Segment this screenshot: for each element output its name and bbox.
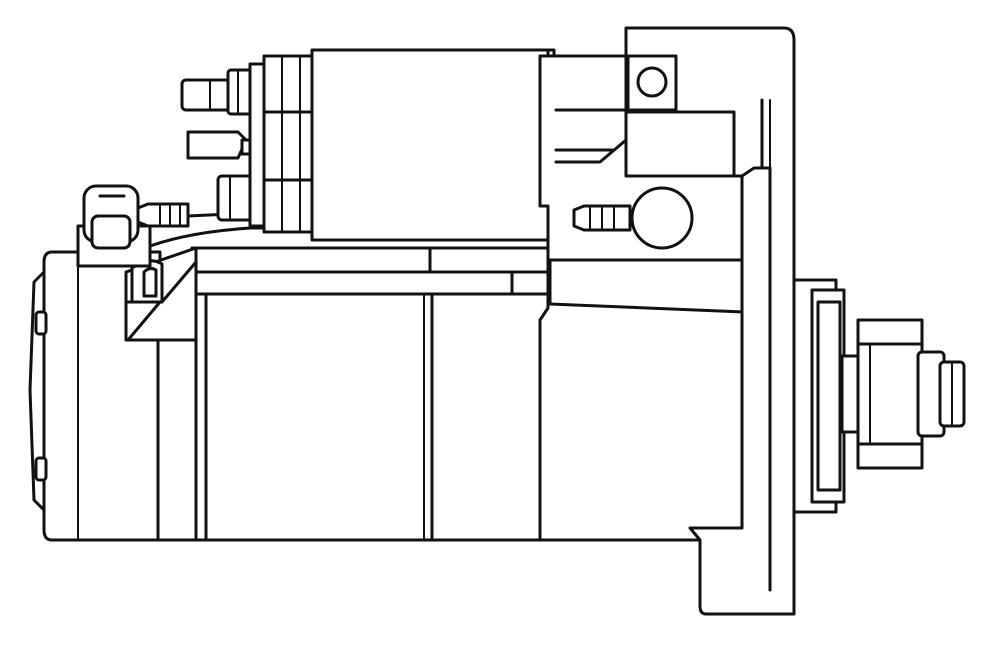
solenoid-cap-stack [248, 54, 318, 234]
end-cap-bolt-upper [34, 310, 48, 336]
solenoid-spade-terminal [186, 130, 258, 160]
end-cap-bolt-lower [34, 456, 48, 482]
lever-housing [538, 54, 746, 542]
drive-end-nose [792, 278, 846, 514]
flange-mounting-hole [626, 54, 678, 112]
brush-lead-clip [130, 259, 164, 304]
breather-nozzle [572, 186, 694, 250]
solenoid-body [310, 48, 556, 242]
mounting-flange [624, 26, 796, 616]
terminal-cable [136, 202, 314, 248]
motor-yoke [156, 288, 550, 542]
solenoid-terminal-upper [180, 68, 256, 116]
pinion-gear [856, 318, 924, 470]
solenoid-terminal-lower [216, 174, 254, 222]
through-bolt-band [190, 246, 552, 296]
pinion-shaft-tip [916, 350, 966, 438]
battery-terminal-stud [76, 184, 152, 268]
